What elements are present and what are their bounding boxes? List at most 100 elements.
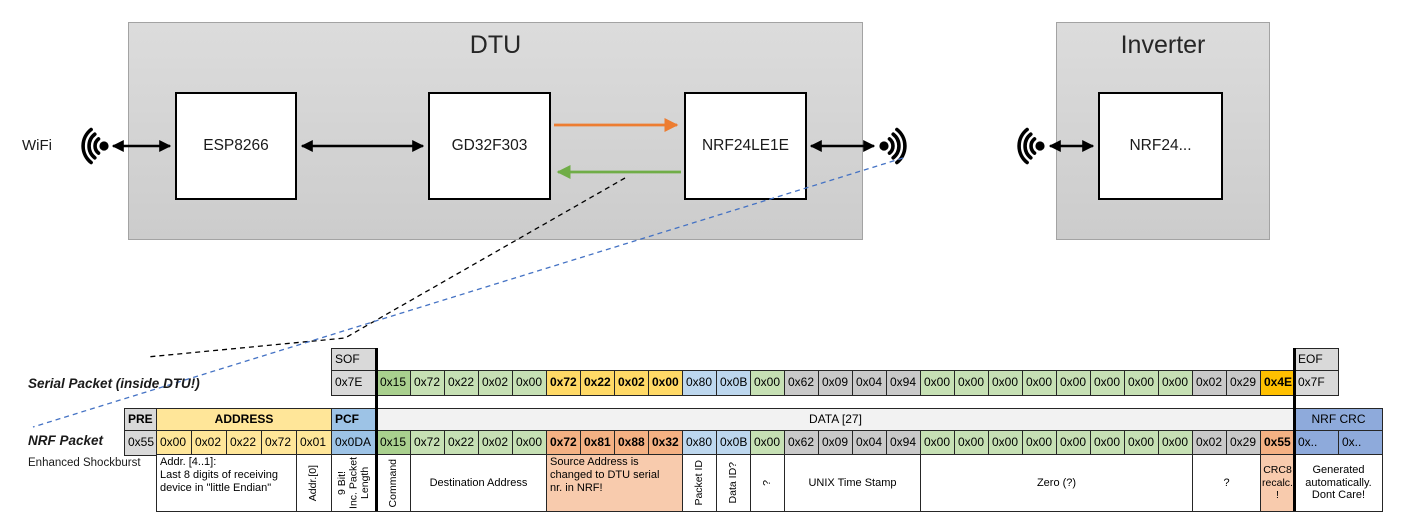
nrf-address-value: 0x01 [296,430,332,456]
dashed-line-serial-link [146,177,626,358]
wifi-icon-inverter [1017,127,1045,165]
nrf-byte-cell: 0x00 [512,430,547,456]
nrf-byte-cell: 0x62 [784,430,819,456]
nrf-byte-cell: 0x22 [444,430,479,456]
nrf-address-value: 0x72 [261,430,297,456]
serial-byte-cell: 0x80 [682,370,717,396]
inverter-title: Inverter [1120,31,1206,59]
nrf-byte-cell: 0x94 [886,430,921,456]
serial-byte-cell: 0x22 [580,370,615,396]
nrf-byte-cell: 0x0B [716,430,751,456]
serial-byte-cell: 0x00 [1056,370,1091,396]
nrf-pcf-value: 0x0DA [331,430,377,456]
nrf-crc-value: 0x.. [1294,430,1339,456]
serial-byte-cell: 0x29 [1226,370,1261,396]
annotation-box: Zero (?) [920,454,1193,512]
nrf-address-value: 0x00 [156,430,192,456]
wifi-label: WiFi [22,137,52,154]
annotation-box: Addr.[0] [296,454,332,512]
serial-byte-cell: 0x4E [1260,370,1295,396]
nrf-byte-cell: 0x00 [920,430,955,456]
nrf-byte-cell: 0x09 [818,430,853,456]
nrf-byte-cell: 0x15 [376,430,411,456]
enhanced-shockburst-label: Enhanced Shockburst [28,457,141,469]
serial-byte-cell: 0x0B [716,370,751,396]
serial-byte-cell: 0x94 [886,370,921,396]
nrf-byte-cell: 0x00 [1158,430,1193,456]
nrf-crc-header: NRF CRC [1294,408,1383,432]
serial-byte-cell: 0x00 [1022,370,1057,396]
nrf-pre-value: 0x55 [124,430,157,456]
nrf-byte-cell: 0x00 [1124,430,1159,456]
nrf-address-value: 0x22 [226,430,262,456]
serial-byte-cell: 0x02 [614,370,649,396]
annotation-box: Data ID? [716,454,751,512]
data-boundary-left [375,348,378,511]
serial-byte-cell: 0x15 [376,370,411,396]
nrf-byte-cell: 0x00 [1056,430,1091,456]
annotation-box: CRC8 recalc. ! [1260,454,1295,512]
nrf-byte-cell: 0x81 [580,430,615,456]
serial-sof-header: SOF [331,348,377,372]
nrf-byte-cell: 0x88 [614,430,649,456]
esp8266-box: ESP8266 [175,92,297,200]
annotation-box: Generated automatically. Dont Care! [1294,454,1383,512]
nrf-byte-cell: 0x00 [1090,430,1125,456]
serial-byte-cell: 0x72 [410,370,445,396]
nrf-byte-cell: 0x29 [1226,430,1261,456]
serial-packet-label: Serial Packet (inside DTU!) [28,376,200,391]
nrf-byte-cell: 0x72 [410,430,445,456]
serial-byte-cell: 0x00 [648,370,683,396]
nrf24-inverter-label: NRF24... [1129,137,1192,154]
nrf-crc-value: 0x.. [1338,430,1383,456]
nrf-address-value: 0x02 [191,430,227,456]
serial-byte-cell: 0x00 [988,370,1023,396]
serial-byte-cell: 0x62 [784,370,819,396]
annotation-box: Command [376,454,411,512]
dashed-line-nrf-link [32,157,904,428]
nrf-byte-cell: 0x55 [1260,430,1295,456]
nrf-pcf-header: PCF [331,408,377,432]
nrf-byte-cell: 0x32 [648,430,683,456]
serial-byte-cell: 0x09 [818,370,853,396]
annotation-box: 9 Bit! Inc. Packet Length [331,454,377,512]
data-boundary-right [1293,348,1296,511]
nrf24-inverter-box: NRF24... [1098,92,1223,200]
nrf24le1e-box: NRF24LE1E [684,92,807,200]
serial-sof-value: 0x7E [331,370,377,396]
serial-byte-cell: 0x00 [1124,370,1159,396]
annotation-box: ? [750,454,785,512]
serial-eof-value: 0x7F [1294,370,1339,396]
gd32f303-label: GD32F303 [451,137,528,154]
wifi-icon-right [879,127,907,165]
dtu-title: DTU [469,31,522,59]
nrf-byte-cell: 0x00 [1022,430,1057,456]
nrf-byte-cell: 0x80 [682,430,717,456]
serial-byte-cell: 0x00 [750,370,785,396]
serial-byte-cell: 0x22 [444,370,479,396]
serial-byte-cell: 0x04 [852,370,887,396]
nrf-byte-cell: 0x04 [852,430,887,456]
annotation-box: ? [1192,454,1261,512]
wifi-icon-left [81,127,109,165]
serial-byte-cell: 0x02 [1192,370,1227,396]
serial-eof-header: EOF [1294,348,1339,372]
nrf-byte-cell: 0x00 [954,430,989,456]
nrf-byte-cell: 0x00 [988,430,1023,456]
serial-byte-cell: 0x00 [954,370,989,396]
nrf-byte-cell: 0x02 [478,430,513,456]
serial-byte-cell: 0x72 [546,370,581,396]
annotation-box: UNIX Time Stamp [784,454,921,512]
annotation-box: Addr. [4..1]: Last 8 digits of receiving… [156,454,297,512]
nrf-address-header: ADDRESS [156,408,332,432]
serial-byte-cell: 0x00 [920,370,955,396]
serial-byte-cell: 0x00 [1158,370,1193,396]
gd32f303-box: GD32F303 [428,92,551,200]
serial-byte-cell: 0x00 [512,370,547,396]
nrf-packet-label: NRF Packet [28,433,104,448]
annotation-box: Destination Address [410,454,547,512]
esp8266-label: ESP8266 [203,137,269,154]
nrf24le1e-label: NRF24LE1E [701,137,789,154]
